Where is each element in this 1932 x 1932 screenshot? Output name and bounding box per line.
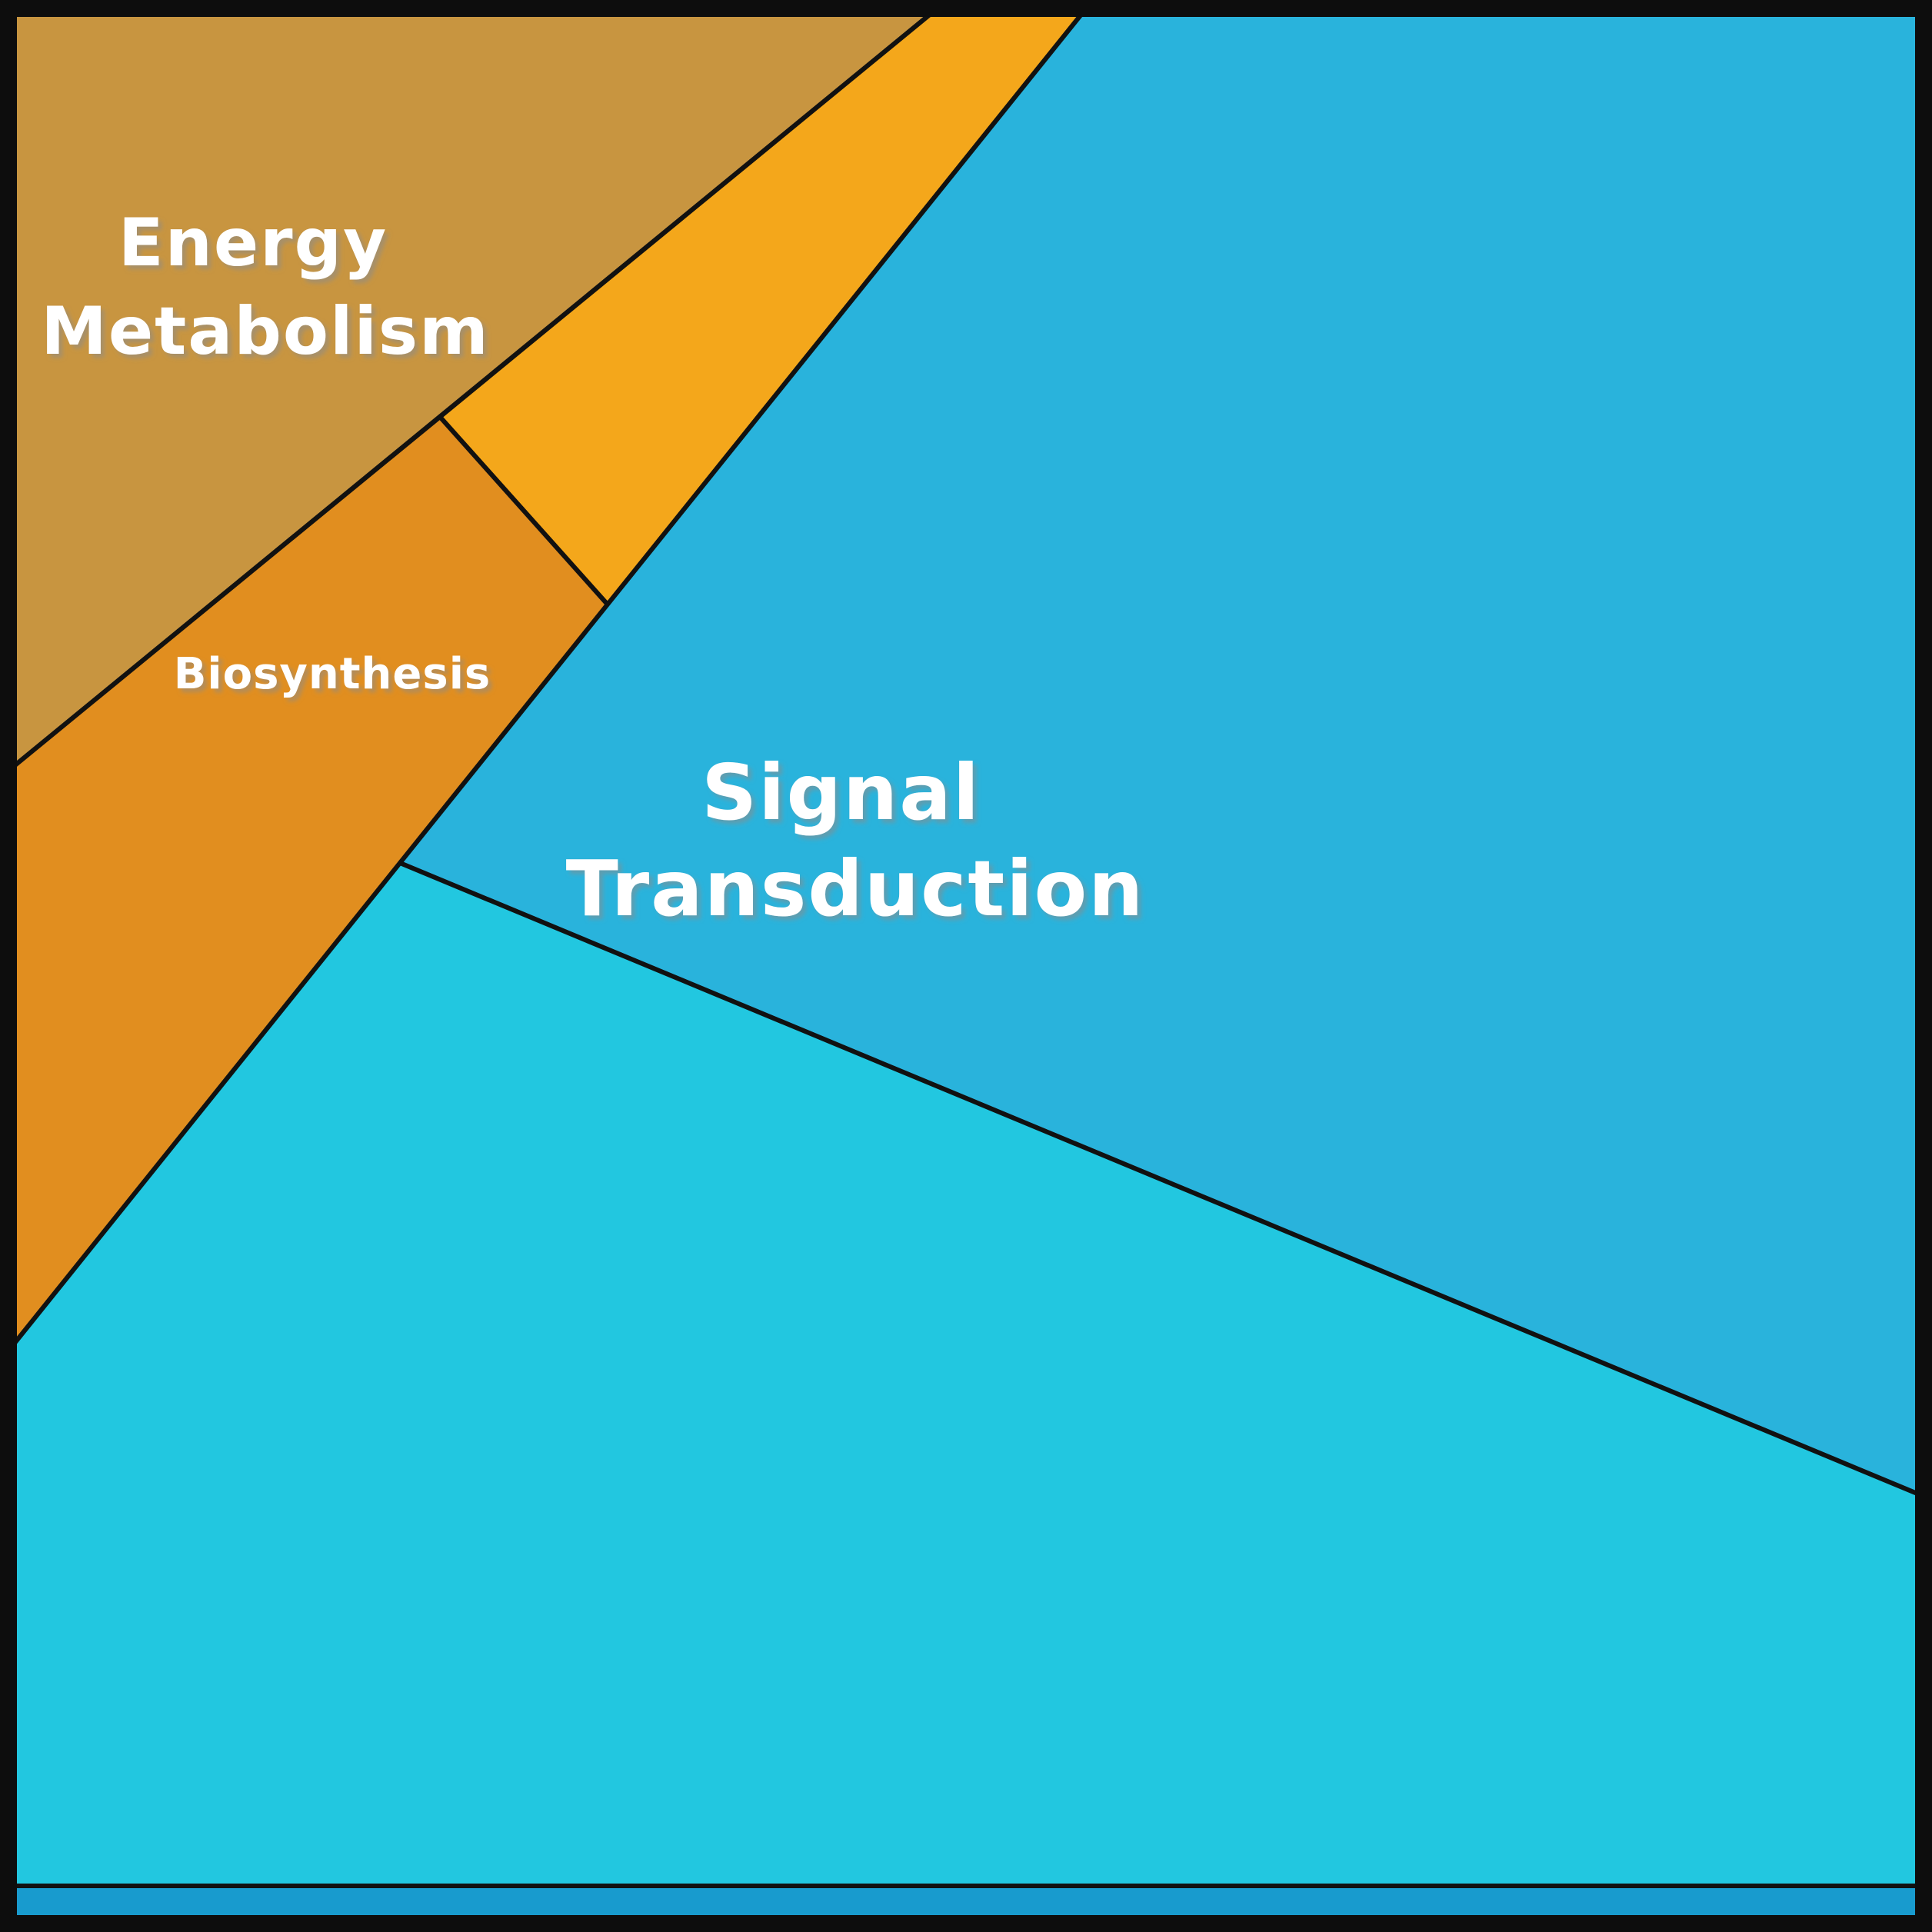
energy-metabolism-label: Energy Metabolism (41, 205, 489, 370)
biosynthesis-label: Biosynthesis (174, 649, 491, 699)
region-signal-transduction (398, 0, 1932, 1502)
region-biosynthesis (0, 415, 610, 1364)
signal-transduction-label: Signal Transduction (566, 748, 1145, 934)
